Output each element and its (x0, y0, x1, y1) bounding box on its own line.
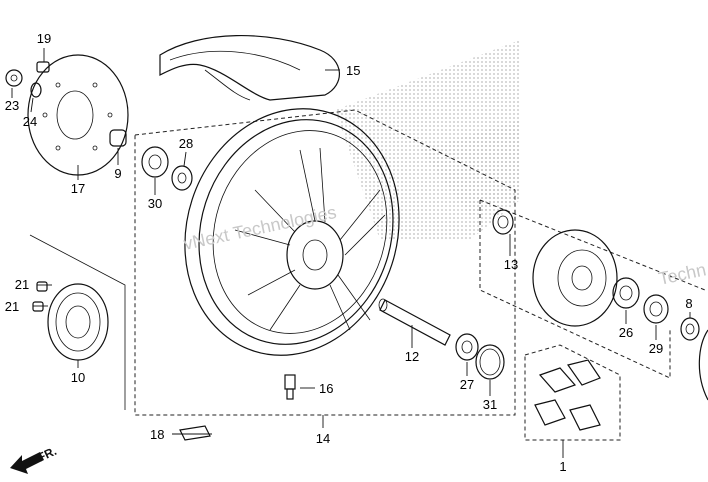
sprocket-edge (698, 329, 708, 401)
valve-16 (284, 374, 296, 400)
callout-19: 19 (37, 31, 51, 46)
callout-31: 31 (483, 397, 497, 412)
callout-21-lower: 21 (5, 299, 19, 314)
callout-14: 14 (316, 431, 330, 446)
callout-30: 30 (148, 196, 162, 211)
hub-assembly-frame (479, 199, 706, 379)
left-sensor-frame (29, 234, 126, 410)
watermark-line1: vNext Technologies (182, 202, 339, 254)
callout-13: 13 (504, 257, 518, 272)
callout-10: 10 (71, 370, 85, 385)
watermark-line2: Techn (657, 259, 708, 289)
callout-labels: 19 23 24 17 9 30 28 15 16 18 14 12 27 31… (5, 31, 693, 474)
pulser-ring (47, 283, 109, 361)
callout-28: 28 (179, 136, 193, 151)
brand-wing-watermark (335, 40, 520, 240)
tire (159, 35, 340, 101)
callout-24: 24 (23, 114, 37, 129)
o-ring-31 (475, 344, 505, 380)
callout-18: 18 (150, 427, 164, 442)
driven-flange (532, 229, 618, 327)
callout-17: 17 (71, 181, 85, 196)
callout-26: 26 (619, 325, 633, 340)
callout-8: 8 (685, 296, 692, 311)
callout-23: 23 (5, 98, 19, 113)
wheel-assembly-frame (134, 109, 516, 416)
wheel-rim (184, 108, 400, 356)
damper-frame (524, 344, 621, 441)
screw-21-upper (36, 281, 48, 292)
nut-23 (5, 69, 23, 87)
front-arrow-icon (10, 452, 44, 474)
brake-disc (27, 54, 129, 176)
callout-12: 12 (405, 349, 419, 364)
callout-15: 15 (346, 63, 360, 78)
bearing-30 (141, 146, 169, 178)
leader-lines (11, 48, 691, 458)
callout-21-upper: 21 (15, 277, 29, 292)
callout-16: 16 (319, 381, 333, 396)
washer-24 (30, 82, 42, 98)
collar-9 (109, 129, 127, 147)
collar-8 (680, 317, 700, 341)
callout-27: 27 (460, 377, 474, 392)
bearing-28 (171, 165, 193, 191)
bolt-19 (36, 61, 50, 73)
screw-21-lower (32, 301, 44, 312)
front-direction-marker: FR. (10, 444, 59, 474)
callout-9: 9 (114, 166, 121, 181)
callout-1: 1 (559, 459, 566, 474)
spacer-12 (378, 298, 451, 346)
callout-29: 29 (649, 341, 663, 356)
bearing-27 (455, 333, 479, 361)
front-label: FR. (35, 444, 58, 465)
balance-weight-18 (179, 425, 211, 441)
bearing-26 (612, 277, 640, 309)
damper-rubbers (534, 359, 601, 431)
seal-29 (643, 294, 669, 324)
seal-13 (492, 209, 514, 235)
